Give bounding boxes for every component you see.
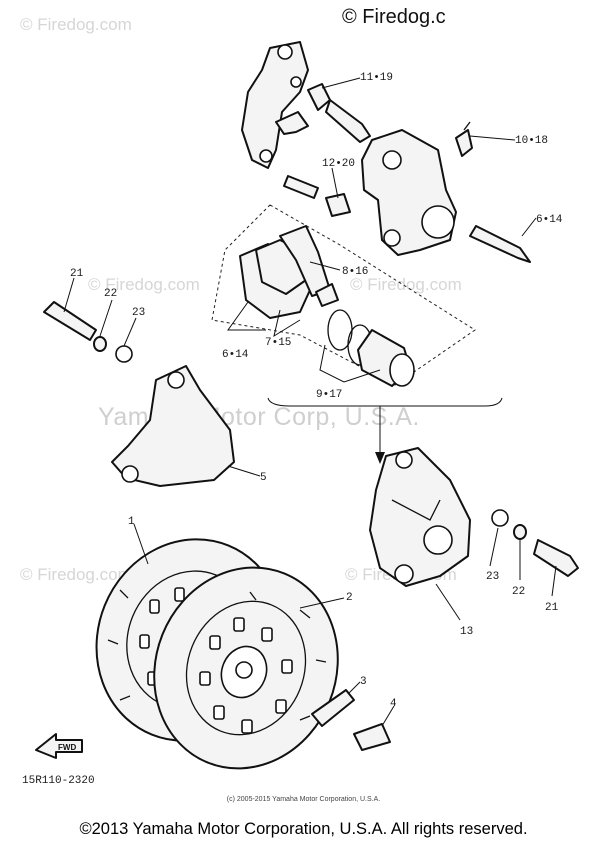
leader-6-14-left — [227, 301, 266, 331]
label-1: 1 — [128, 516, 135, 528]
watermark-brand-1: © Firedog.com — [20, 15, 132, 34]
label-3: 3 — [360, 676, 367, 688]
leader-22-left — [99, 299, 113, 337]
label-4: 4 — [390, 698, 397, 710]
label-22-left: 22 — [104, 288, 117, 300]
label-23-left: 23 — [132, 307, 145, 319]
assembly-arrow-head — [375, 452, 385, 464]
caliper-support-bracket — [241, 41, 309, 169]
label-6-14-left: 6•14 — [222, 349, 249, 361]
leader-21-right — [551, 565, 557, 597]
boot-and-pin-upper — [307, 83, 371, 143]
label-21-right: 21 — [545, 602, 559, 614]
watermark-brand-3: © Firedog.com — [350, 275, 462, 294]
leader-12-20 — [331, 167, 339, 199]
kit-outline — [211, 204, 476, 386]
small-copyright: (c) 2005-2015 Yamaha Motor Corporation, … — [226, 796, 381, 803]
label-21-left: 21 — [70, 268, 84, 280]
leader-3 — [347, 681, 361, 695]
assembly-bracket — [267, 397, 503, 407]
bolt-washers-left — [43, 301, 133, 363]
label-23-right: 23 — [486, 571, 499, 583]
leader-2 — [299, 597, 345, 609]
leader-23-right — [489, 527, 499, 567]
label-5: 5 — [260, 472, 267, 484]
bleed-screw — [455, 121, 473, 157]
leader-6-14-top — [521, 217, 537, 237]
fwd-label: FWD — [58, 743, 76, 752]
leader-5 — [227, 465, 261, 477]
leader-13 — [435, 583, 461, 621]
leader-11-19 — [321, 77, 361, 89]
leader-23-left — [123, 317, 137, 347]
brake-pads — [239, 225, 339, 319]
slide-pin-right — [469, 225, 531, 263]
label-2: 2 — [346, 592, 353, 604]
label-10-18: 10•18 — [515, 135, 548, 147]
label-22-right: 22 — [512, 586, 525, 598]
leader-4 — [381, 705, 395, 727]
bolt-washers-right — [491, 509, 579, 577]
caliper-body-upper — [361, 129, 457, 256]
piston-and-seals — [327, 309, 415, 387]
watermark-top-right: © Firedog.c — [342, 6, 446, 28]
watermark-brand-2: © Firedog.com — [88, 275, 200, 294]
forward-arrow: FWD — [35, 733, 83, 759]
bolt-and-boot — [283, 175, 351, 217]
leader-8-16 — [309, 261, 341, 271]
assembled-caliper — [369, 447, 471, 587]
label-9-17: 9•17 — [316, 389, 342, 401]
mounting-bracket — [111, 365, 235, 487]
watermark-brand-4: © Firedog.com — [20, 565, 132, 584]
label-7-15: 7•15 — [265, 337, 291, 349]
lock-washer — [311, 689, 355, 727]
disc-bolt — [353, 723, 391, 751]
leader-9-17 — [319, 344, 381, 383]
leader-10-18 — [469, 135, 516, 141]
label-11-19: 11•19 — [360, 72, 393, 84]
footer-copyright: ©2013 Yamaha Motor Corporation, U.S.A. A… — [79, 820, 528, 838]
label-8-16: 8•16 — [342, 266, 368, 278]
pad-clip — [275, 111, 309, 135]
leader-21-left — [63, 277, 75, 313]
label-13: 13 — [460, 626, 473, 638]
leader-1 — [133, 523, 149, 565]
leader-7-15 — [273, 309, 301, 338]
label-12-20: 12•20 — [322, 158, 355, 170]
label-6-14-top: 6•14 — [536, 214, 563, 226]
diagram-code: 15R110-2320 — [22, 775, 95, 787]
